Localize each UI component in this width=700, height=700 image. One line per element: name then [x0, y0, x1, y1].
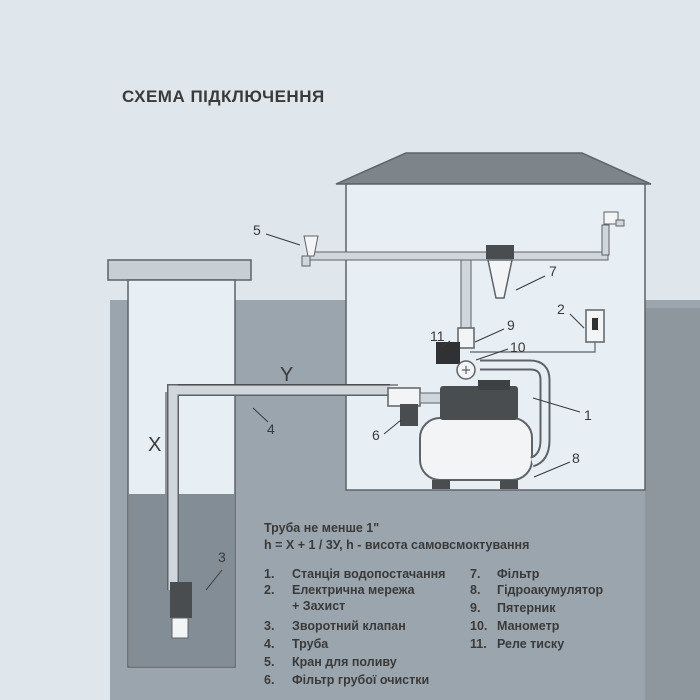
check-valve-foot [171, 617, 189, 639]
filter-head [486, 245, 514, 259]
legend-number: 5. [264, 655, 274, 669]
legend-number: 2. [264, 583, 274, 597]
callout-2: 2 [557, 301, 565, 317]
riser-pipe [460, 257, 472, 333]
legend-number: 3. [264, 619, 274, 633]
ground-right-block [645, 308, 700, 700]
coarse-filter-body [387, 387, 421, 407]
callout-8: 8 [572, 450, 580, 466]
legend-number: 7. [470, 567, 480, 581]
legend-item: Реле тиску [497, 637, 564, 651]
callout-9: 9 [507, 317, 515, 333]
garden-tap-spout [301, 255, 311, 267]
legend-item: Зворотний клапан [292, 619, 406, 633]
dimension-x-label: X [148, 434, 161, 456]
legend-number: 9. [470, 601, 480, 615]
legend-item: Фільтр [497, 567, 540, 581]
tank-foot-left [432, 480, 450, 489]
callout-1: 1 [584, 407, 592, 423]
house-roof [335, 152, 652, 185]
callout-7: 7 [549, 263, 557, 279]
legend-item: Манометр [497, 619, 560, 633]
legend-number: 8. [470, 583, 480, 597]
pressure-tank [419, 417, 533, 481]
callout-6: 6 [372, 427, 380, 443]
legend-number: 6. [264, 673, 274, 687]
well-cap [107, 259, 252, 281]
callout-4: 4 [267, 421, 275, 437]
well-water [129, 494, 234, 666]
legend-item: Труба [292, 637, 329, 651]
pipe-inner [168, 385, 390, 590]
power-cable [470, 342, 596, 353]
note-line-1: Труба не менше 1" [264, 521, 379, 535]
note-line-2: h = X + 1 / 3У, h - висота самовсмоктува… [264, 538, 529, 552]
legend-number: 11. [470, 637, 487, 651]
coarse-filter-bowl [400, 404, 418, 426]
sky-band [236, 278, 346, 300]
pressure-relay [436, 342, 460, 364]
legend-right: 7. Фільтр 8. Гідроакумулятор 9. Пятерник… [470, 567, 603, 651]
callout-3: 3 [218, 549, 226, 565]
five-way-fitting [457, 327, 475, 349]
leader-lines [205, 233, 585, 591]
legend-item: + Захист [292, 599, 345, 613]
pump-head [478, 380, 510, 390]
legend-item: Кран для поливу [292, 655, 397, 669]
legend-number: 4. [264, 637, 274, 651]
gauge-cross [462, 366, 470, 374]
callout-10: 10 [510, 339, 526, 355]
legend-item: Пятерник [497, 601, 556, 615]
diagram-title: СХЕМА ПІДКЛЮЧЕННЯ [122, 87, 325, 106]
dimension-y-label: Y [280, 364, 293, 386]
tank-foot-right [500, 480, 518, 489]
legend-number: 1. [264, 567, 274, 581]
legend-item: Фільтр грубої очистки [292, 673, 429, 687]
distribution-pipe [307, 251, 609, 261]
legend-number: 10. [470, 619, 487, 633]
faucet-right-spout [615, 219, 625, 227]
garden-tap [303, 235, 319, 257]
callout-5: 5 [253, 222, 261, 238]
hose-inner [480, 361, 549, 466]
legend-item: Станція водопостачання [292, 567, 445, 581]
callout-11: 11 [430, 328, 445, 344]
legend-item: Електрична мережа [292, 583, 416, 597]
pipe-to-pump [419, 392, 443, 404]
filter-bowl [487, 259, 513, 299]
legend-left: 1. Станція водопостачання 2. Електрична … [264, 567, 445, 687]
legend-item: Гідроакумулятор [497, 583, 603, 597]
right-riser [601, 224, 610, 256]
faucet-right [603, 211, 619, 225]
electric-socket-switch [592, 318, 598, 330]
check-valve [170, 582, 192, 618]
pump-motor [440, 386, 518, 420]
